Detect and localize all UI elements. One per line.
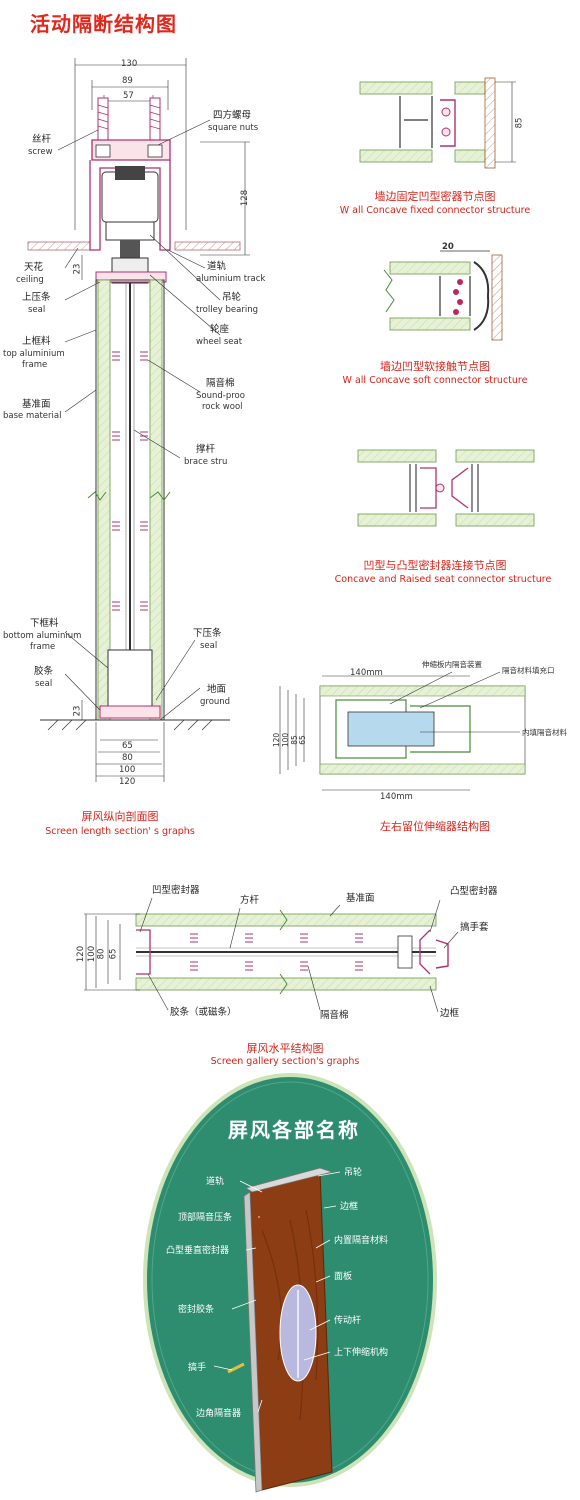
detail-2-caption-zh: 墙边凹型软接触节点图 [380, 360, 490, 373]
detail-4-label-c: 内填隔音材料 [522, 728, 567, 737]
label-ground-zh: 地面 [207, 684, 227, 695]
tag-right-1: 边框 [340, 1202, 359, 1212]
label-seal-top-zh: 上压条 [22, 292, 51, 303]
detail-4-label-a: 伸缩板内隔音装置 [422, 660, 482, 669]
label-track-zh: 道轨 [207, 261, 227, 272]
detail-4-dim-bottom: 140mm [380, 792, 413, 802]
label-ground-en: ground [200, 697, 231, 707]
tag-left-3: 密封胶条 [178, 1305, 215, 1315]
label-top-frame-en2: frame [22, 360, 48, 370]
label-seal-bottom-en: seal [200, 641, 218, 651]
label-trolley-en: trolley bearing [196, 305, 258, 315]
label-top-frame-en1: top aluminium [3, 349, 65, 359]
label-handle-cover: 搞手套 [460, 922, 489, 933]
dim-23-bottom: 23 [72, 705, 83, 717]
label-square-nuts-zh: 四方螺母 [213, 110, 252, 121]
label-base-en: base material [3, 411, 62, 421]
tag-left-0: 道轨 [206, 1177, 225, 1187]
label-rubber-en: seal [35, 679, 53, 689]
detail-3-caption-zh: 凹型与凸型密封器连接节点图 [363, 559, 507, 572]
detail-4-drawing [279, 671, 526, 791]
detail-3-drawing [357, 449, 535, 527]
parts-panel-title: 屏风各部名称 [228, 1118, 360, 1142]
detail-4-label-b: 隔音材料填充口 [502, 666, 555, 675]
label-seal-top-en: seal [28, 305, 46, 315]
horizontal-section-drawing [84, 897, 459, 1013]
label-rockwool-en2: rock wool [202, 402, 243, 412]
label-track-en: aluminium track [196, 274, 266, 284]
label-square-bar: 方杆 [240, 895, 260, 906]
tag-left-1: 顶部隔音压条 [178, 1213, 233, 1223]
label-rockwool-zh: 隔音棉 [206, 378, 235, 389]
dim-120: 120 [119, 777, 136, 787]
label-seal-bottom-zh: 下压条 [193, 628, 222, 639]
label-brace-zh: 撑杆 [196, 444, 216, 455]
dim-100: 100 [119, 765, 136, 775]
horizontal-dim-65: 65 [108, 948, 119, 960]
detail-3-caption-en: Concave and Raised seat connector struct… [334, 574, 552, 585]
tag-right-2: 内置隔音材料 [334, 1236, 389, 1246]
label-wheel-seat-zh: 轮座 [210, 324, 230, 335]
label-rubber-zh: 胶条 [34, 666, 54, 677]
label-edge-frame: 边框 [440, 1008, 460, 1019]
tag-right-0: 吊轮 [344, 1168, 363, 1178]
horizontal-dim-120: 120 [76, 945, 87, 963]
horizontal-dim-80: 80 [96, 948, 107, 960]
detail-2-caption-en: W all Concave soft connector structure [342, 375, 528, 386]
label-raised-seal: 凸型密封器 [450, 886, 498, 897]
tag-right-4: 传动杆 [334, 1316, 362, 1326]
label-brace-en: brace stru [184, 457, 228, 467]
detail-1-dim: 85 [514, 117, 525, 129]
horizontal-section-caption-en: Screen gallery section's graphs [210, 1056, 360, 1067]
label-top-frame-zh: 上框料 [22, 336, 51, 347]
dim-89: 89 [122, 76, 133, 86]
tag-right-3: 面板 [334, 1272, 353, 1282]
dim-23-top: 23 [72, 263, 83, 275]
page-title: 活动隔断结构图 [30, 12, 177, 36]
detail-1-caption-zh: 墙边固定凹型密器节点图 [374, 190, 496, 203]
dim-128: 128 [240, 189, 251, 207]
label-trolley-zh: 吊轮 [222, 292, 242, 303]
label-square-nuts-en: square nuts [208, 123, 259, 133]
label-base-zh: 基准面 [22, 399, 51, 410]
dim-80: 80 [122, 753, 133, 763]
label-screw-zh: 丝杆 [32, 134, 52, 145]
label-rockwool-en1: Sound-proo [196, 391, 245, 401]
dim-130: 130 [121, 59, 138, 69]
tag-left-5: 边角隔音器 [196, 1409, 242, 1419]
label-wheel-seat-en: wheel seat [196, 337, 243, 347]
tag-right-5: 上下伸缩机构 [334, 1348, 389, 1358]
label-rockwool-horizontal: 隔音棉 [320, 1010, 349, 1021]
label-screw-en: screw [28, 147, 53, 157]
label-ceiling-en: ceiling [16, 275, 44, 285]
detail-1-caption-en: W all Concave fixed connector structure [339, 205, 531, 216]
vertical-section-caption-zh: 屏风纵向剖面图 [81, 810, 159, 823]
label-base-horizontal: 基准面 [346, 893, 375, 904]
detail-4-caption-zh: 左右留位伸缩器结构图 [380, 820, 490, 833]
horizontal-section-caption-zh: 屏风水平结构图 [246, 1042, 324, 1055]
tag-left-2: 凸型垂直密封器 [166, 1246, 230, 1256]
label-ceiling-zh: 天花 [24, 262, 44, 273]
detail-2-drawing [383, 250, 503, 341]
parts-oval-drawing [143, 1073, 437, 1493]
label-rubber-magnet: 胶条（或磁条） [170, 1007, 237, 1018]
label-concave-seal: 凹型密封器 [152, 885, 200, 896]
vertical-section-caption-en: Screen length section' s graphs [45, 826, 195, 837]
label-bottom-frame-zh: 下框料 [30, 618, 59, 629]
dim-57: 57 [123, 91, 134, 101]
detail-1-drawing [359, 77, 516, 169]
tag-left-4: 搞手 [188, 1363, 207, 1373]
detail-4-dim-65: 65 [297, 735, 307, 745]
label-bottom-frame-en1: bottom aluminium [3, 631, 82, 641]
detail-4-dim-top: 140mm [350, 668, 383, 678]
dim-65: 65 [122, 741, 133, 751]
detail-2-dim: 20 [442, 242, 454, 252]
label-bottom-frame-en2: frame [30, 642, 56, 652]
